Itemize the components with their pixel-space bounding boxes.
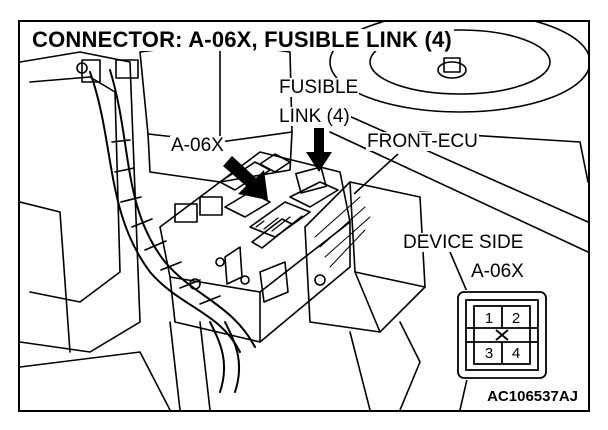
callout-arrows — [223, 128, 399, 200]
connector-pin-2: 2 — [511, 310, 521, 327]
connector-pin-1: 1 — [484, 310, 494, 327]
diagram-frame: CONNECTOR: A-06X, FUSIBLE LINK (4) FUSIB… — [18, 20, 590, 412]
label-device-connector: A-06X — [470, 261, 525, 282]
connector-pin-4: 4 — [511, 345, 521, 362]
label-fusible-line1: FUSIBLE — [278, 77, 360, 98]
front-ecu-leader-line — [353, 153, 399, 195]
fusible-link-arrow — [306, 128, 332, 172]
connector-pin-3: 3 — [484, 345, 494, 362]
figure-code: AC106537AJ — [485, 388, 580, 405]
engine-bay-illustration — [20, 22, 588, 410]
label-fusible-line2: LINK (4) — [278, 106, 351, 127]
label-a06x: A-06X — [170, 135, 225, 156]
a06x-arrow — [223, 156, 268, 200]
label-front-ecu: FRONT-ECU — [366, 131, 479, 152]
connector-face: 1 2 3 4 — [456, 290, 548, 380]
label-device-side: DEVICE SIDE — [402, 232, 525, 253]
diagram-title: CONNECTOR: A-06X, FUSIBLE LINK (4) — [30, 27, 454, 52]
